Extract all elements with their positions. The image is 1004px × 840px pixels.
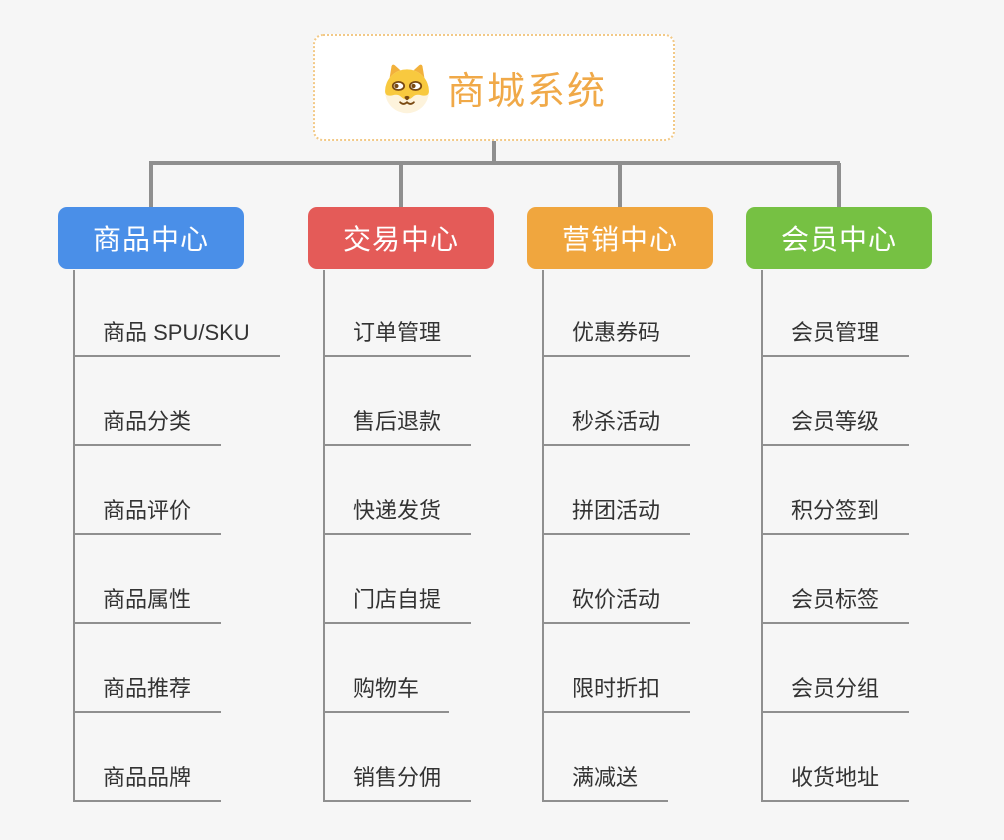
branch-stub-line [837, 163, 841, 207]
node-item[interactable]: 会员标签 [761, 584, 910, 624]
node-item[interactable]: 满减送 [542, 762, 669, 802]
trunk-line [761, 270, 763, 801]
node-item[interactable]: 订单管理 [323, 317, 472, 357]
branch-bus-line [149, 161, 840, 165]
branch-header-trade-center[interactable]: 交易中心 [308, 207, 494, 269]
node-item[interactable]: 拼团活动 [542, 495, 691, 535]
branch-stub-line [149, 163, 153, 207]
node-item[interactable]: 商品推荐 [73, 673, 222, 713]
node-item[interactable]: 限时折扣 [542, 673, 691, 713]
node-item[interactable]: 购物车 [323, 673, 450, 713]
shiba-dog-icon [385, 64, 429, 113]
root-connector-line [492, 141, 496, 163]
root-title: 商城系统 [446, 71, 607, 113]
branch-header-member-center[interactable]: 会员中心 [746, 207, 932, 269]
branch-product-center: 商品中心 商品 SPU/SKU 商品分类 商品评价 商品属性 商品推荐 商品品牌 [58, 207, 318, 807]
branch-stub-line [399, 163, 403, 207]
branch-marketing-center: 营销中心 优惠券码 秒杀活动 拼团活动 砍价活动 限时折扣 满减送 [527, 207, 787, 807]
node-item[interactable]: 销售分佣 [323, 762, 472, 802]
trunk-line [323, 270, 325, 801]
node-item[interactable]: 优惠券码 [542, 317, 691, 357]
root-node-mall-system[interactable]: 商城系统 [313, 34, 675, 141]
node-item[interactable]: 门店自提 [323, 584, 472, 624]
node-item[interactable]: 会员分组 [761, 673, 910, 713]
branch-header-product-center[interactable]: 商品中心 [58, 207, 244, 269]
node-item[interactable]: 商品品牌 [73, 762, 222, 802]
node-item[interactable]: 售后退款 [323, 406, 472, 446]
node-item[interactable]: 秒杀活动 [542, 406, 691, 446]
node-item[interactable]: 砍价活动 [542, 584, 691, 624]
node-item[interactable]: 会员等级 [761, 406, 910, 446]
node-item[interactable]: 积分签到 [761, 495, 910, 535]
node-item[interactable]: 商品 SPU/SKU [73, 317, 280, 357]
branch-trade-center: 交易中心 订单管理 售后退款 快递发货 门店自提 购物车 销售分佣 [308, 207, 568, 807]
node-item[interactable]: 商品属性 [73, 584, 222, 624]
node-item[interactable]: 收货地址 [761, 762, 910, 802]
branch-stub-line [618, 163, 622, 207]
node-item[interactable]: 商品分类 [73, 406, 222, 446]
trunk-line [73, 270, 75, 801]
branch-member-center: 会员中心 会员管理 会员等级 积分签到 会员标签 会员分组 收货地址 [746, 207, 1004, 807]
trunk-line [542, 270, 544, 801]
node-item[interactable]: 商品评价 [73, 495, 222, 535]
node-item[interactable]: 会员管理 [761, 317, 910, 357]
branch-header-marketing-center[interactable]: 营销中心 [527, 207, 713, 269]
node-item[interactable]: 快递发货 [323, 495, 472, 535]
